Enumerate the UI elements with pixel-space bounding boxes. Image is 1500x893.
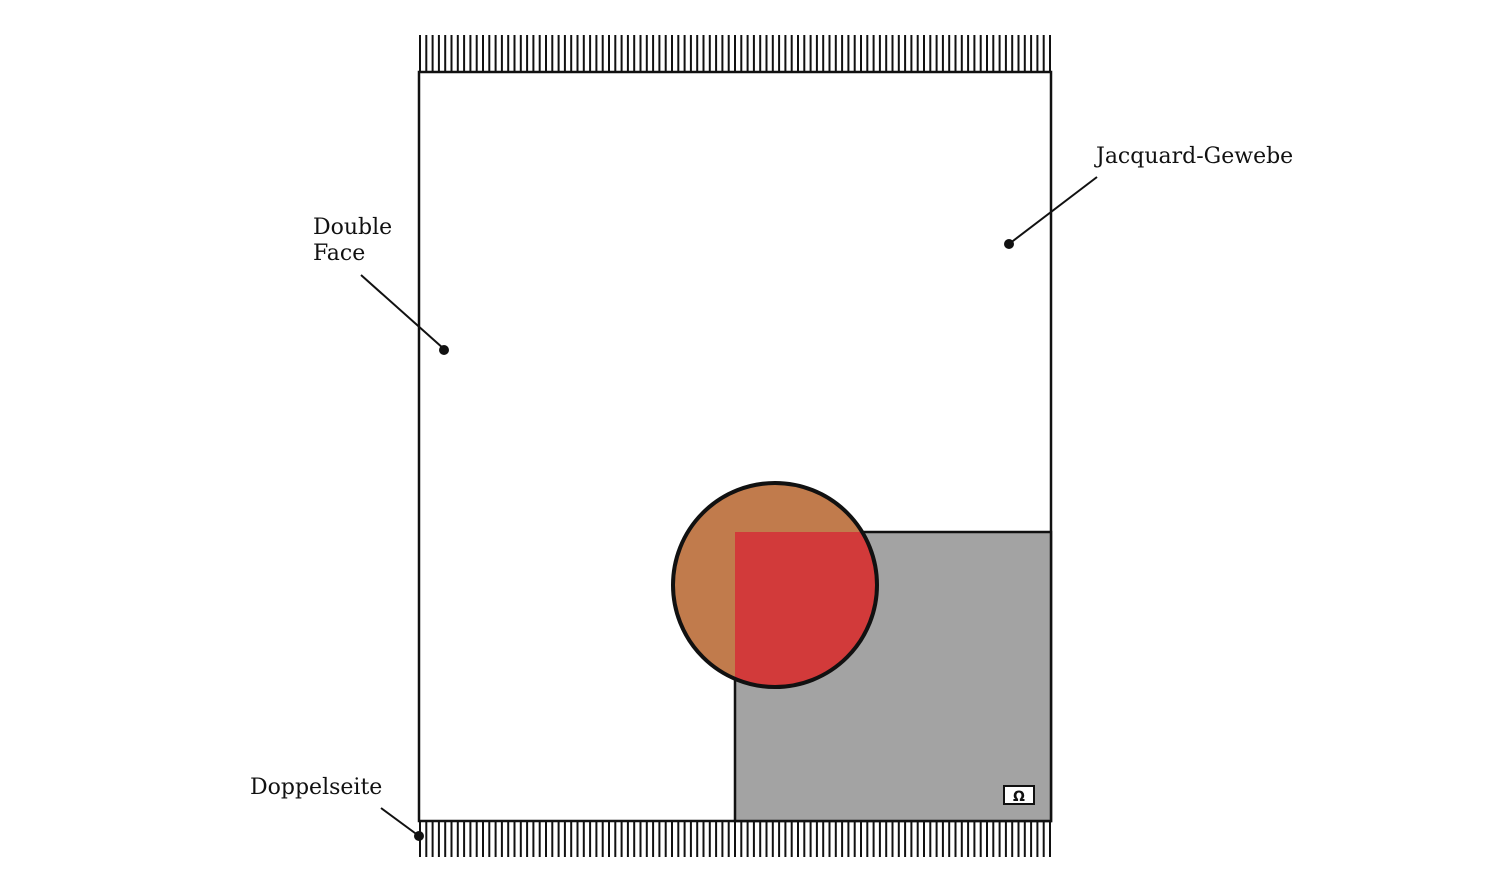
dot-doppelseite	[414, 831, 424, 841]
label-jacquard: Jacquard-Gewebe	[1094, 144, 1293, 169]
dot-double-face	[439, 345, 449, 355]
swatch-magnifier	[673, 483, 877, 687]
leader-jacquard	[1008, 176, 1098, 245]
leader-doppelseite	[380, 807, 420, 837]
fringe-bottom	[419, 821, 1051, 857]
label-double-face-line2: Face	[313, 241, 365, 266]
dot-jacquard	[1004, 239, 1014, 249]
leader-double-face	[360, 274, 445, 350]
logo-tag-symbol: Ω	[1013, 789, 1025, 805]
logo-tag: Ω	[1003, 785, 1035, 805]
swatch-magnifier-outline	[671, 481, 879, 689]
fringe-top	[419, 35, 1051, 72]
label-double-face-line1: Double	[313, 215, 392, 240]
label-doppelseite: Doppelseite	[250, 775, 382, 800]
